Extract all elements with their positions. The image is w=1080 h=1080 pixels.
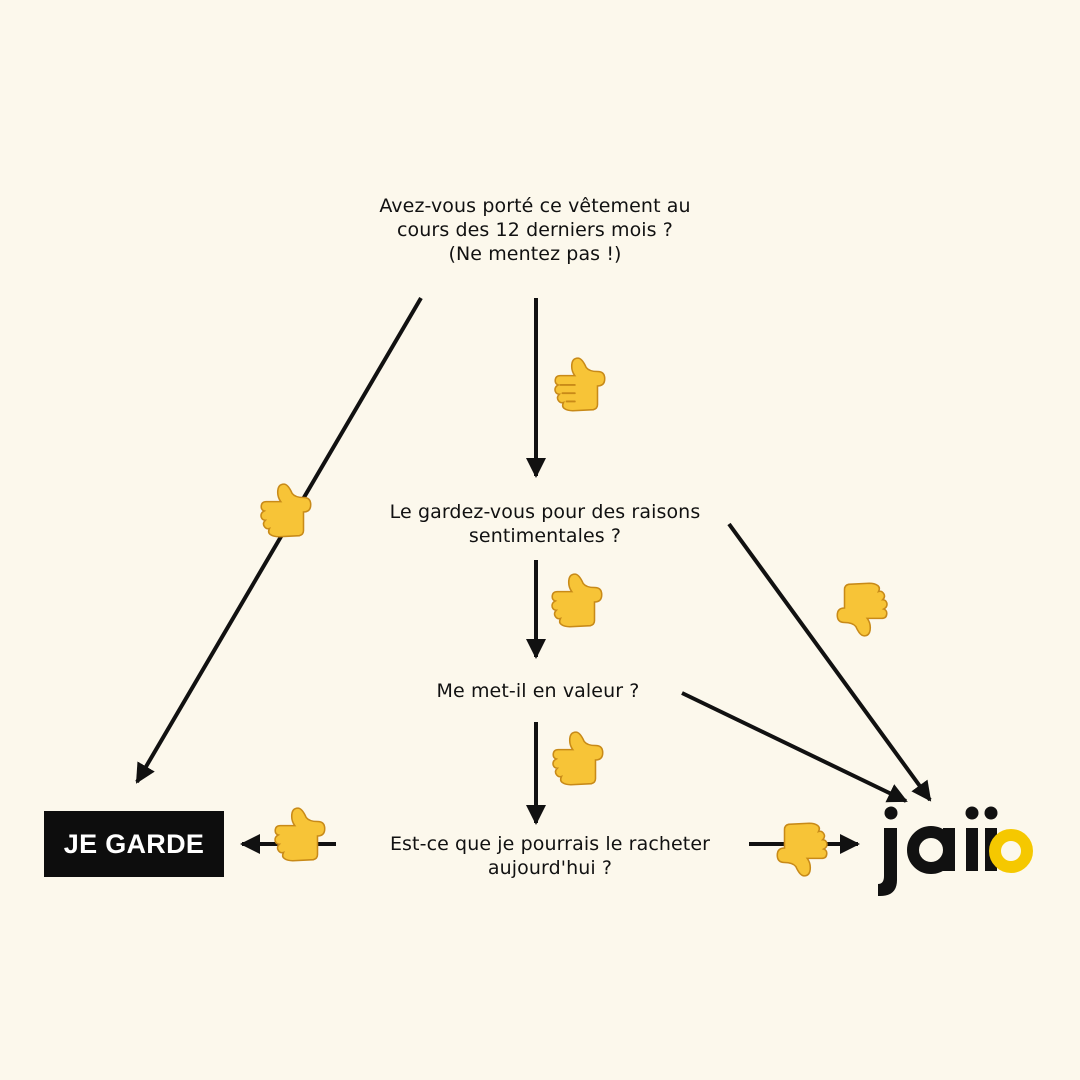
question-sentimental-reasons: Le gardez-vous pour des raisons sentimen…	[389, 501, 701, 547]
question-would-rebuy: Est-ce que je pourrais le racheter aujou…	[389, 833, 711, 879]
thumbs-up-icon	[274, 807, 326, 862]
thumbs-down-icon	[776, 822, 828, 877]
keep-outcome-box: JE GARDE	[44, 811, 224, 877]
question-worn-last-12-months: Avez-vous porté ce vêtement au cours des…	[379, 195, 691, 265]
thumbs-up-icon	[260, 483, 312, 538]
arrow-q1-to-keep	[135, 296, 423, 784]
thumbs-down-icon	[554, 357, 606, 412]
arrow-q3-to-brand	[681, 691, 908, 803]
thumbs-up-icon	[552, 731, 604, 786]
thumbs-down-icon	[836, 582, 888, 637]
arrow-q2-to-brand	[727, 522, 932, 802]
keep-outcome-label: JE GARDE	[63, 828, 205, 859]
question-flattering: Me met-il en valeur ?	[436, 680, 640, 702]
thumbs-up-icon	[551, 573, 603, 628]
